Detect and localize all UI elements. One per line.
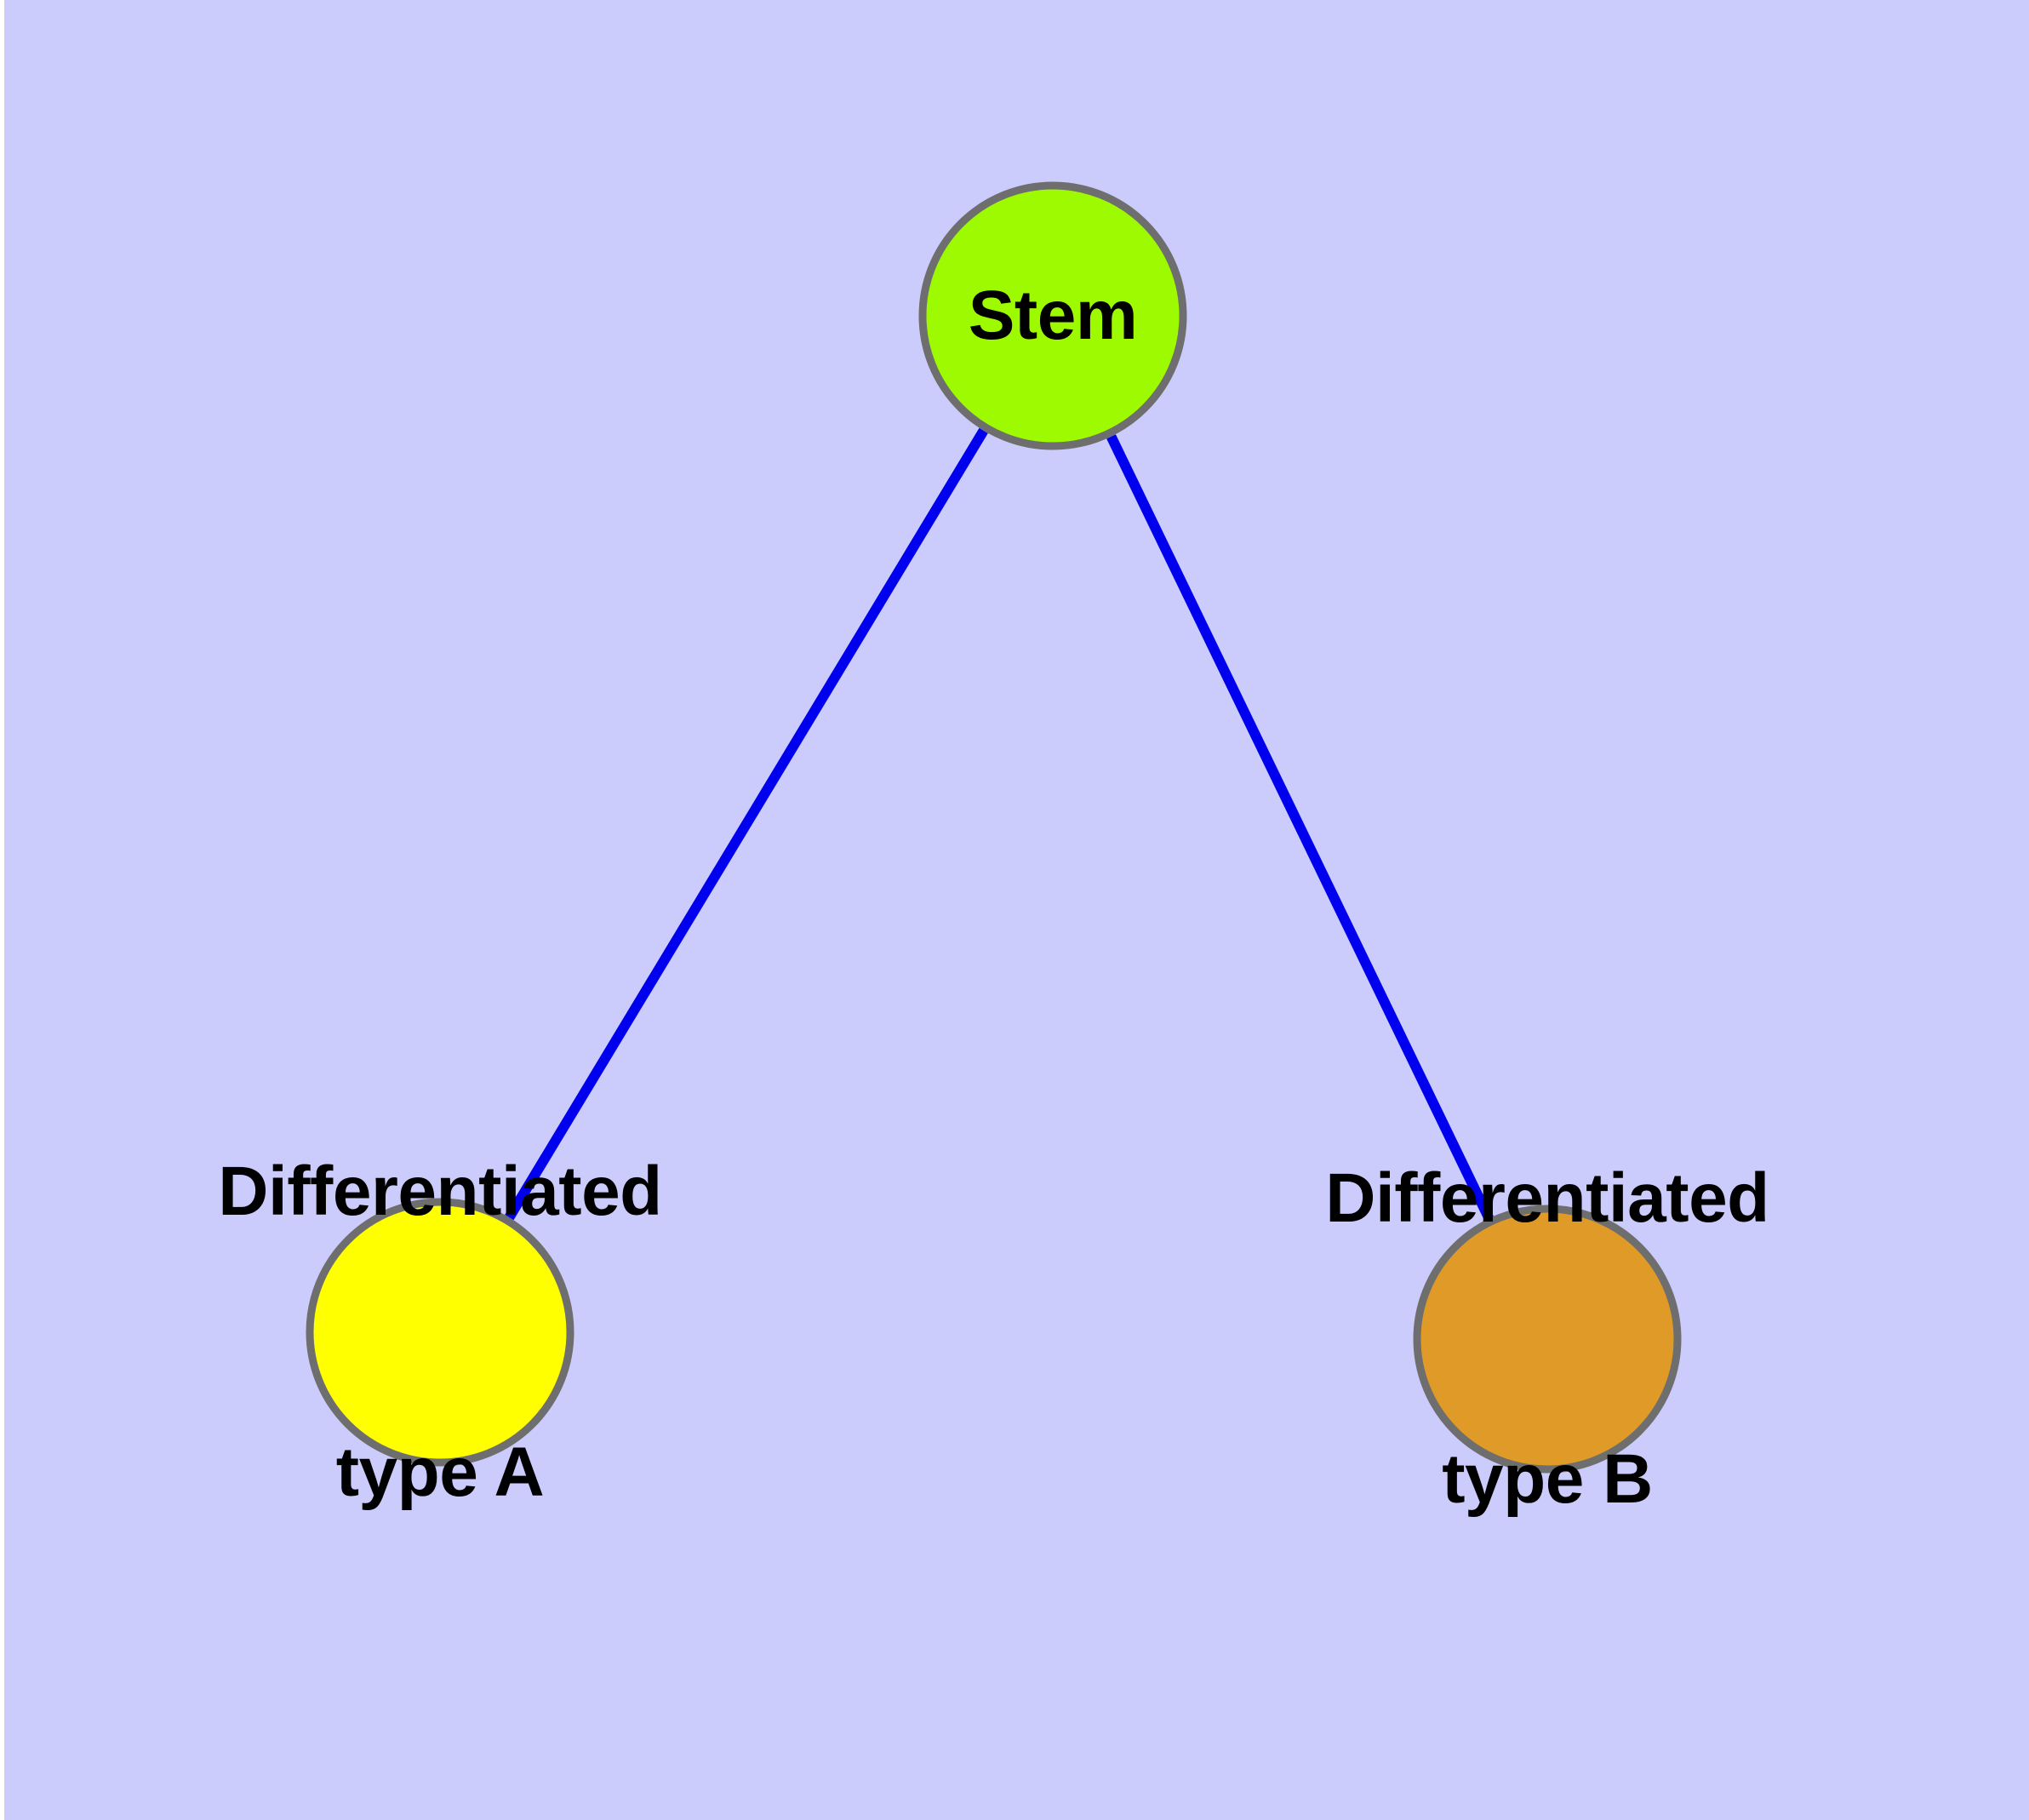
edge-stem-to-diff-b[interactable] <box>1106 434 1494 1221</box>
edge-stem-to-diff-a[interactable] <box>505 427 988 1221</box>
node-circle-diff-a[interactable] <box>306 1198 574 1467</box>
node-layer <box>306 181 1682 1474</box>
edge-layer <box>505 427 1494 1221</box>
node-circle-stem[interactable] <box>918 181 1187 450</box>
node-circle-diff-b[interactable] <box>1413 1205 1682 1474</box>
